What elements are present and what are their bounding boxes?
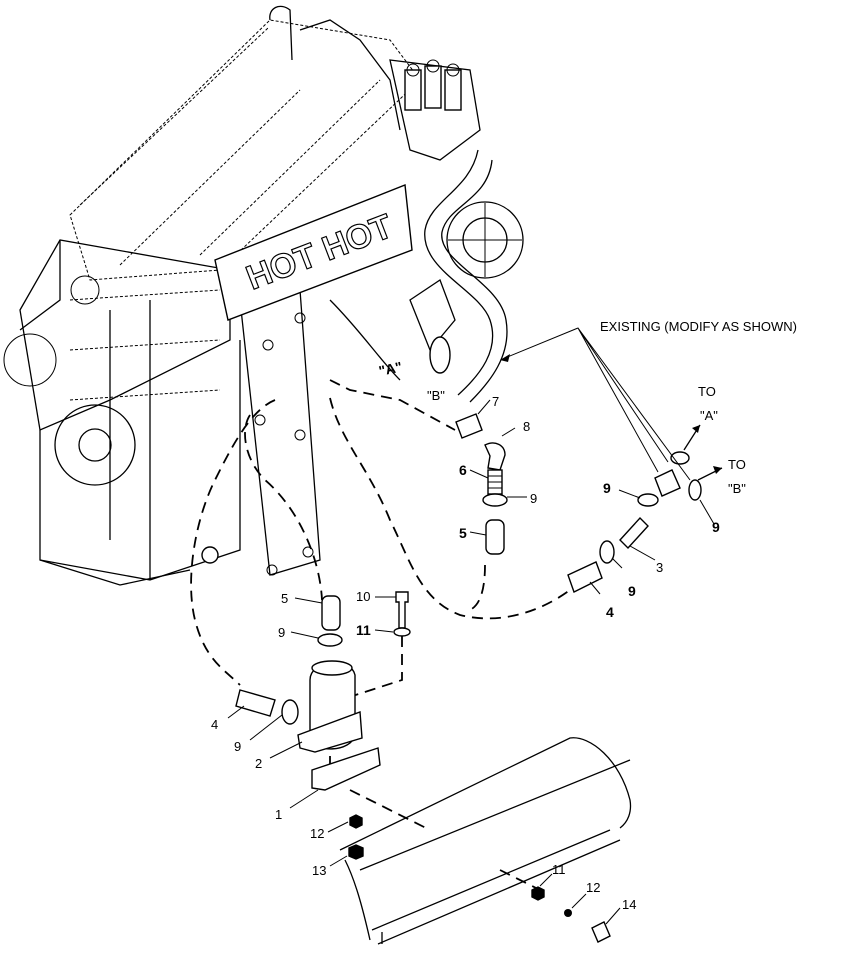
nut-part-12-left <box>349 814 363 829</box>
washer-part-12-right <box>564 909 572 917</box>
elbow-part-8 <box>484 442 506 471</box>
bracket-part-1 <box>311 747 381 791</box>
fitting-part-7 <box>455 413 483 439</box>
to-a-label-line1: TO <box>698 384 716 399</box>
part-label-11-upper: 11 <box>356 622 371 638</box>
parts <box>235 413 723 943</box>
part-label-9-right-far: 9 <box>712 519 720 535</box>
hose-to-a <box>654 469 681 497</box>
frame-rail <box>339 737 632 945</box>
part-label-9-mid: 9 <box>530 491 537 506</box>
to-a-label-line2: "A" <box>700 408 718 423</box>
clamp-part-9-far <box>688 479 702 501</box>
part-label-12-left: 12 <box>310 826 324 841</box>
part-label-3: 3 <box>656 560 663 575</box>
part-label-2: 2 <box>255 756 262 771</box>
nut-part-13 <box>348 844 364 860</box>
hose-part-4-upper <box>567 561 603 593</box>
part-label-12-right: 12 <box>586 880 600 895</box>
part-label-14: 14 <box>622 897 636 912</box>
clamp-part-9-right-upper <box>637 493 659 507</box>
part-label-4-upper: 4 <box>606 604 614 620</box>
bolt-part-14 <box>591 921 611 943</box>
part-label-10: 10 <box>356 589 370 604</box>
part-label-13: 13 <box>312 863 326 878</box>
washer-part-11-upper <box>393 627 411 637</box>
part-label-9-right-lower: 9 <box>628 583 636 599</box>
to-b-label-line1: TO <box>728 457 746 472</box>
part-label-9-filter-side: 9 <box>234 739 241 754</box>
part-label-5-lower: 5 <box>281 591 288 606</box>
to-b-label-line2: "B" <box>728 481 746 496</box>
part-label-5-upper: 5 <box>459 525 467 541</box>
part-label-4-lower: 4 <box>211 717 218 732</box>
part-label-7: 7 <box>492 394 499 409</box>
hose-part-5-upper <box>485 519 505 555</box>
part-label-8: 8 <box>523 419 530 434</box>
engine-block: HOT HOT <box>3 5 524 586</box>
clamp-part-9-right-lower <box>599 540 615 564</box>
existing-label: EXISTING (MODIFY AS SHOWN) <box>600 319 797 334</box>
hose-part-4-lower <box>235 689 276 717</box>
clamp-part-9-side <box>281 699 299 725</box>
clamp-part-9-mid <box>482 493 508 507</box>
part-label-6: 6 <box>459 462 467 478</box>
existing-hose <box>424 149 508 403</box>
fitting-part-3 <box>619 516 649 550</box>
bolt-part-10 <box>395 591 409 629</box>
part-label-1: 1 <box>275 807 282 822</box>
labels: EXISTING (MODIFY AS SHOWN) TO "A" TO "B"… <box>211 319 797 912</box>
part-label-11-lower: 11 <box>552 862 566 877</box>
part-label-9-right-upper: 9 <box>603 480 611 496</box>
nut-part-11-right <box>531 886 545 901</box>
port-a-label: "A" <box>377 358 403 379</box>
clamp-part-9-top <box>317 633 343 647</box>
hose-part-5-lower <box>321 595 341 631</box>
port-b-label: "B" <box>427 388 445 403</box>
part-label-9-filter-top: 9 <box>278 625 285 640</box>
leader-lines <box>227 327 715 925</box>
hose-routes <box>190 379 571 891</box>
